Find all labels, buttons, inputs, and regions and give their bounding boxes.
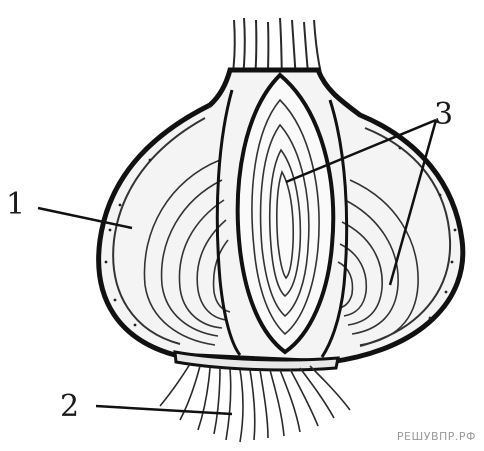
label-1: 1 — [6, 190, 25, 220]
roots — [160, 364, 350, 442]
leader-line-2 — [96, 406, 232, 414]
watermark: РЕШУВПР.РФ — [397, 430, 476, 443]
label-2: 2 — [60, 392, 79, 422]
label-3: 3 — [434, 100, 453, 130]
